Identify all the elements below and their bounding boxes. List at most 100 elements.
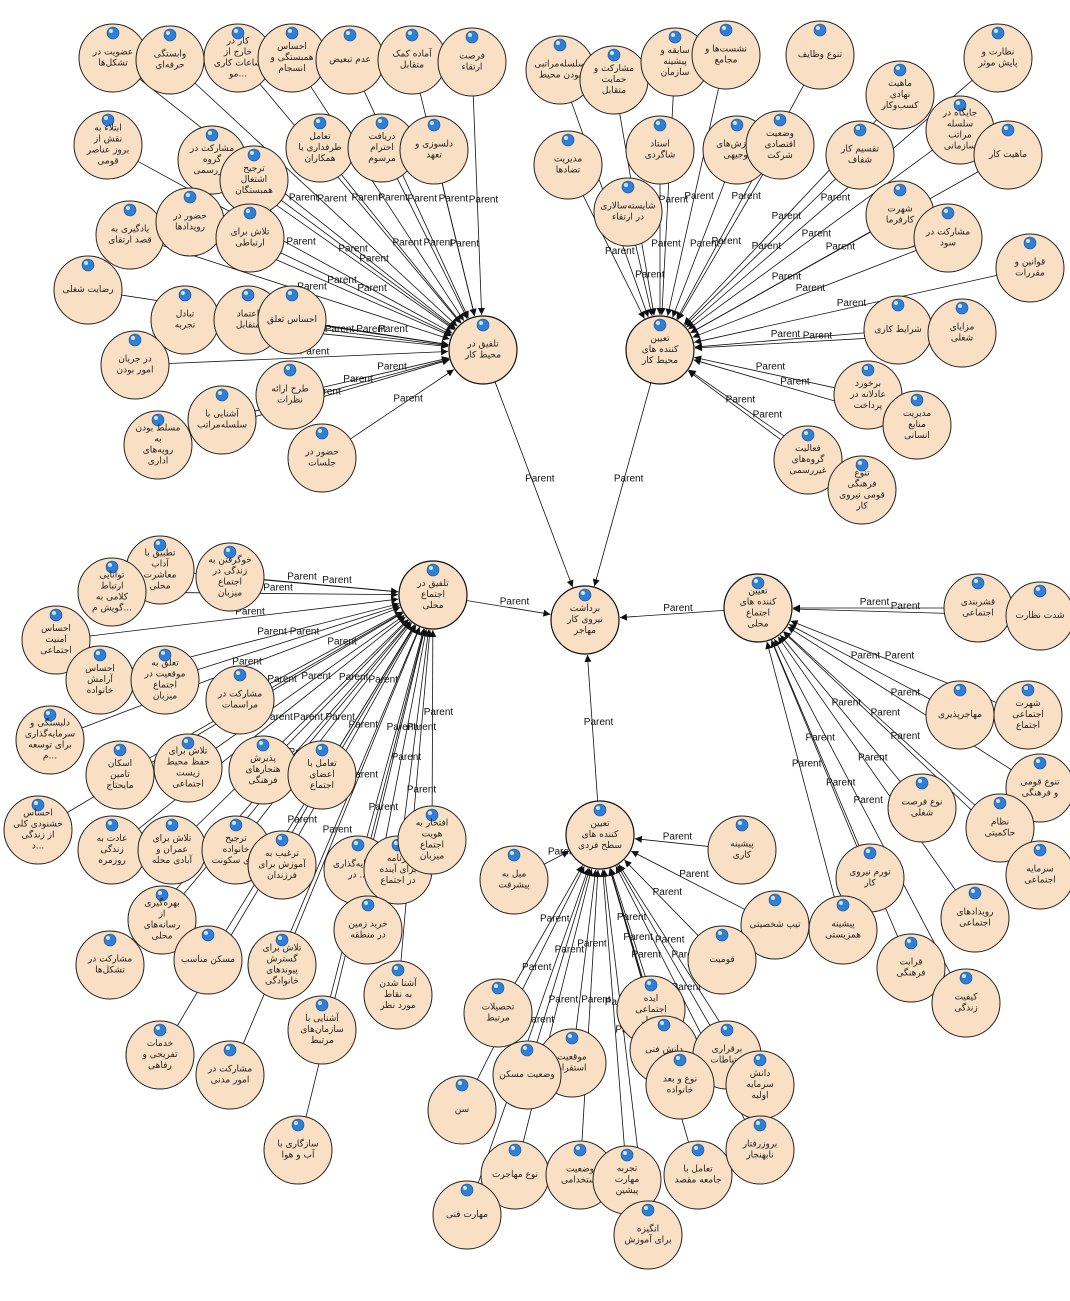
leaf-node[interactable]: قومیت — [687, 925, 757, 995]
leaf-node[interactable]: شرایط کاری — [863, 295, 933, 365]
leaf-node[interactable]: ماهیت کار — [973, 120, 1043, 190]
leaf-node[interactable]: عدم تبعیض — [315, 25, 385, 95]
leaf-node[interactable]: تیپ شخصیتی — [740, 890, 810, 960]
leaf-node[interactable]: شدت نظارت — [1005, 581, 1070, 651]
leaf-node[interactable]: مسکن مناسب — [173, 925, 243, 995]
leaf-node[interactable]: مهارت فنی — [432, 1180, 502, 1250]
leaf-node[interactable]: احساس تعلق — [257, 285, 327, 355]
leaf-node[interactable]: وضعیت مسکن — [492, 1040, 562, 1110]
leaf-node[interactable]: مهاجرپذیری — [925, 680, 995, 750]
leaf-node[interactable]: رضایت شغلی — [53, 255, 123, 325]
leaf-node[interactable]: نوع مهاجرت — [480, 1140, 550, 1210]
leaf-node[interactable]: تنوع وظایف — [785, 20, 855, 90]
leaf-node[interactable]: سن — [427, 1075, 497, 1145]
